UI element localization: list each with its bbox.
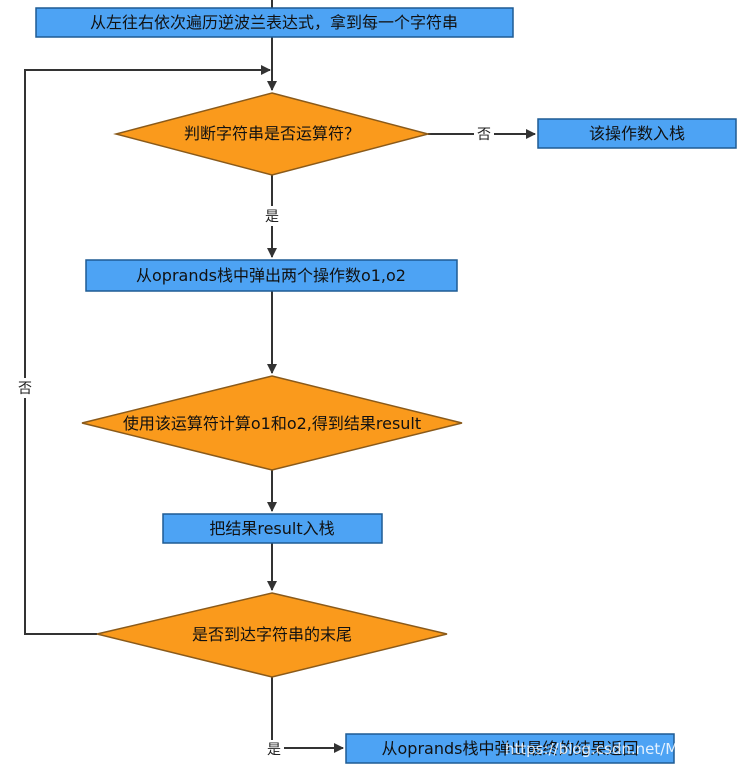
node-push-operand-label: 该操作数入栈 [589,124,685,143]
decision-end-of-string-label: 是否到达字符串的末尾 [192,625,352,644]
edge-loop-back [24,65,271,635]
node-push-result: 把结果result入栈 [162,513,383,544]
decision-is-operator-label: 判断字符串是否运算符？ [184,124,360,143]
decision-compute: 使用该运算符计算o1和o2,得到结果result [81,375,463,471]
node-push-result-label: 把结果result入栈 [209,519,334,538]
edge-labels: 否 是 否 是 [15,124,494,758]
node-final-pop: 从oprands栈中弹出最终的结果返回 [345,733,675,764]
decision-end-of-string: 是否到达字符串的末尾 [96,592,448,678]
decision-compute-label: 使用该运算符计算o1和o2,得到结果result [123,414,421,433]
edge-label-yes-end: 是 [267,742,281,758]
watermark: https://blog.csdn.net/Moelimoe [505,740,738,758]
edge-label-no-loop: 否 [18,381,32,397]
node-final-pop-label: 从oprands栈中弹出最终的结果返回 [382,739,639,758]
node-pop-two: 从oprands栈中弹出两个操作数o1,o2 [85,259,458,292]
node-push-operand: 该操作数入栈 [537,118,737,149]
edge-end-yes [271,677,344,753]
node-start-label: 从左往右依次遍历逆波兰表达式，拿到每一个字符串 [90,13,458,32]
edge-label-yes-operator: 是 [265,209,279,225]
edge-label-no-operator: 否 [477,127,491,143]
node-pop-two-label: 从oprands栈中弹出两个操作数o1,o2 [136,266,406,285]
node-start: 从左往右依次遍历逆波兰表达式，拿到每一个字符串 [35,7,514,38]
decision-is-operator: 判断字符串是否运算符？ [113,92,431,176]
